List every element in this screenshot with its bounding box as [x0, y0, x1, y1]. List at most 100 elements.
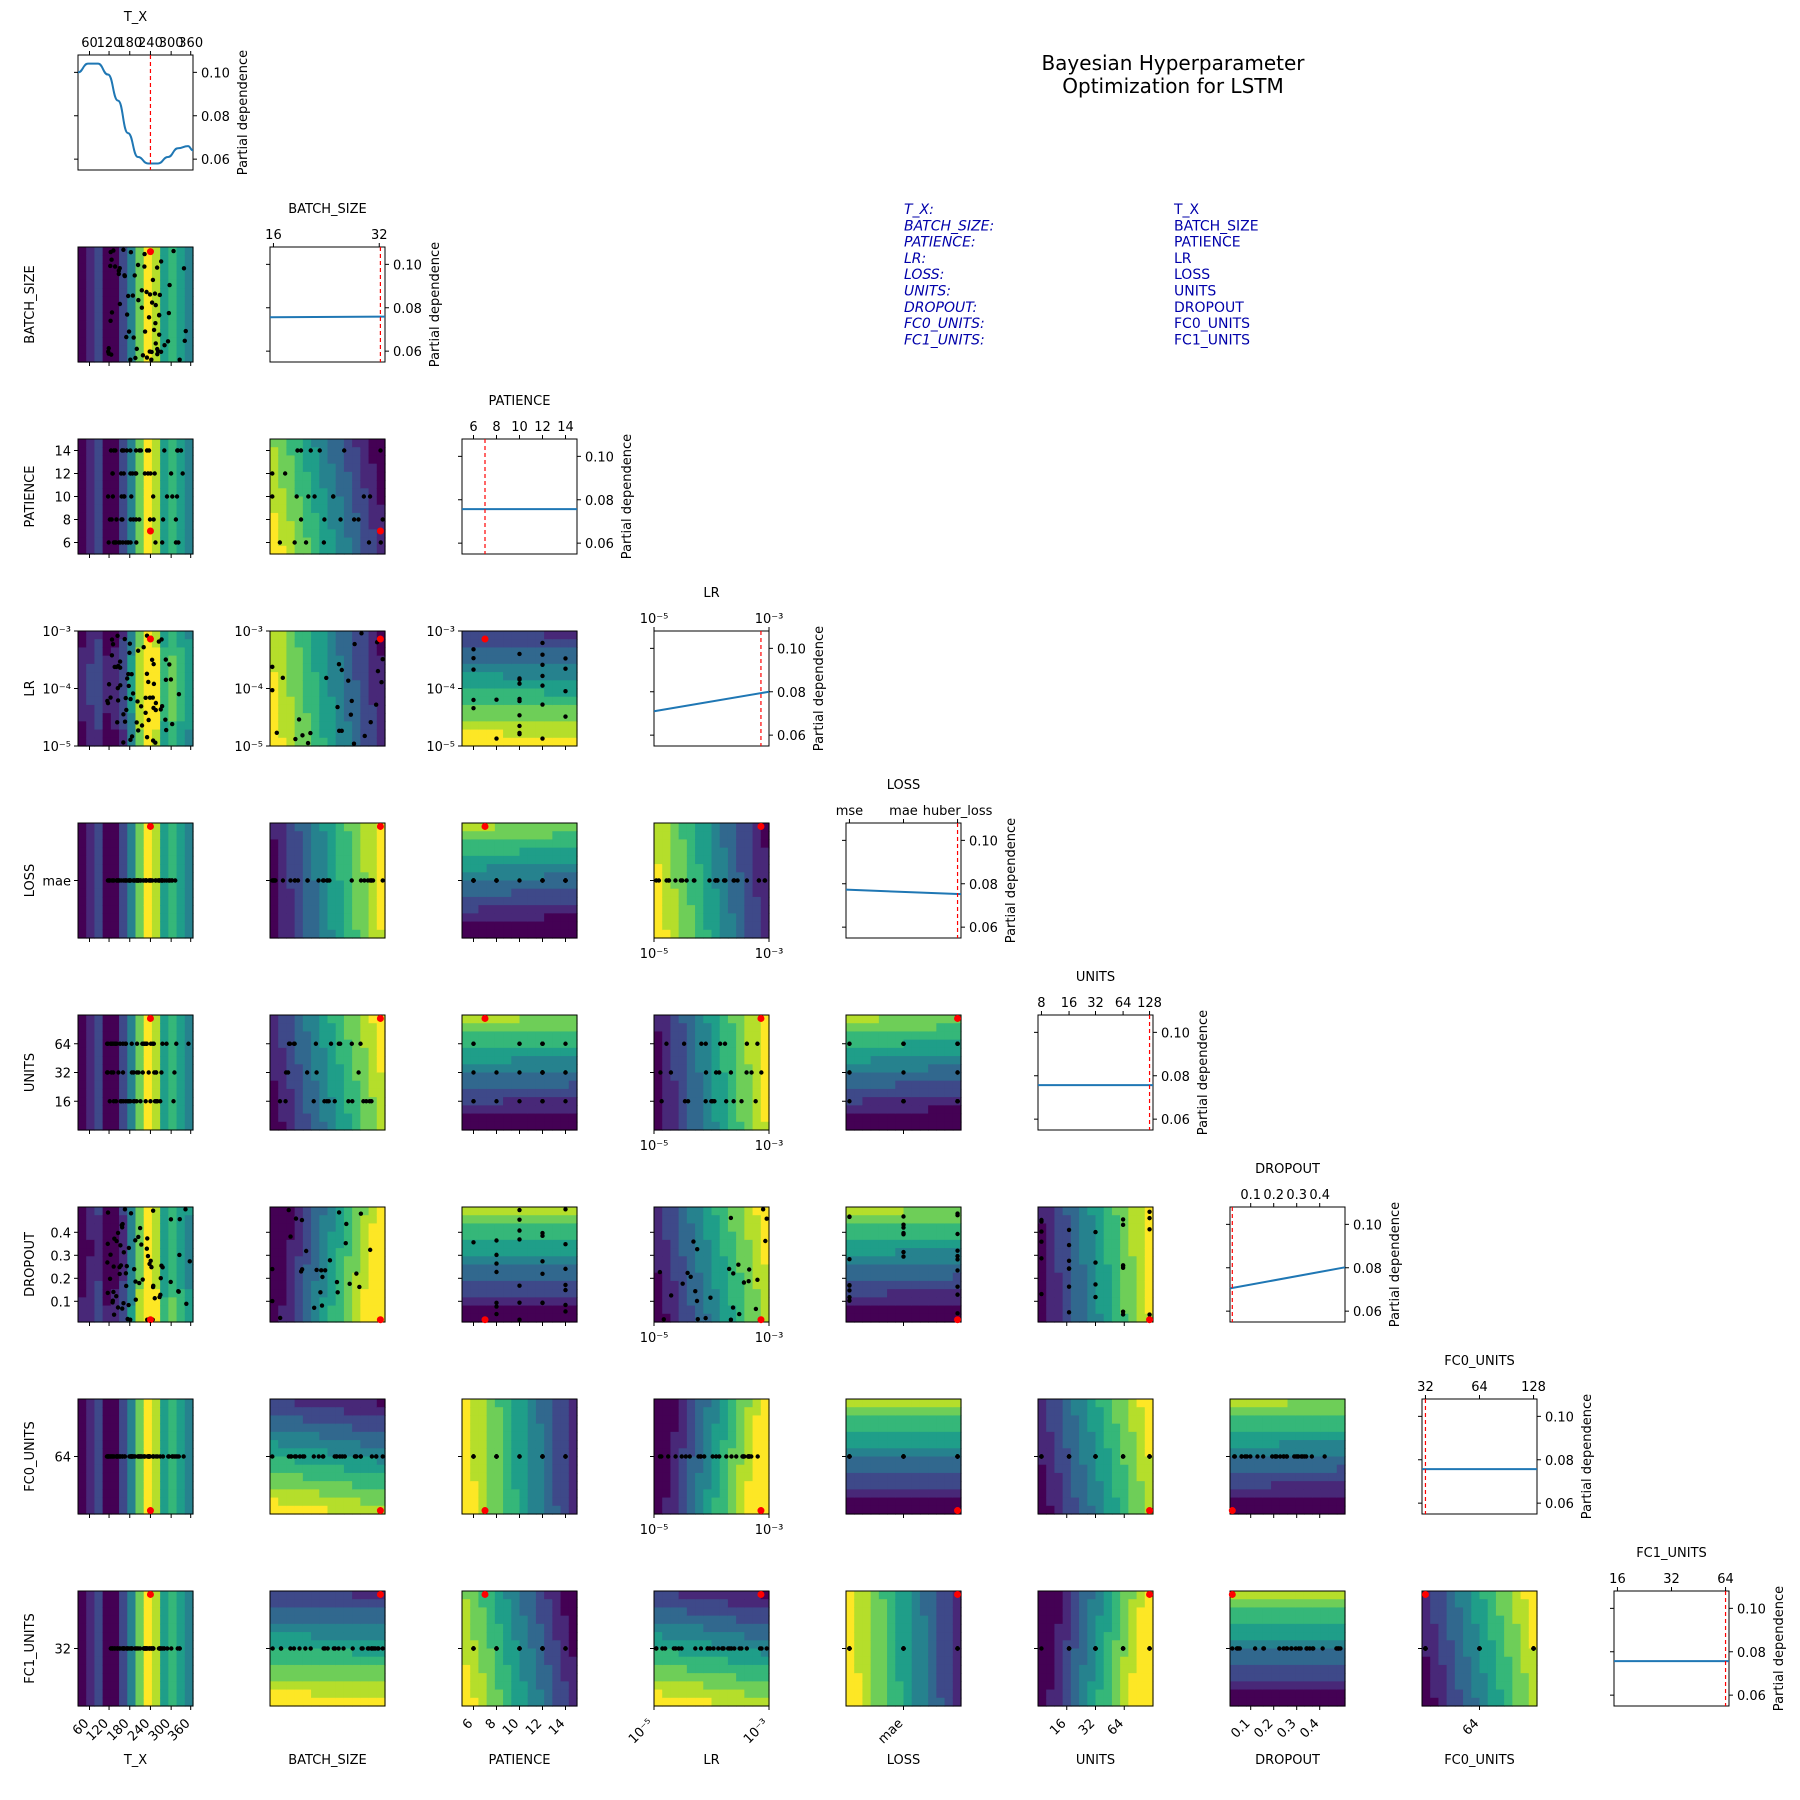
contour-cell: [719, 880, 729, 890]
contour-cell: [368, 1105, 378, 1115]
contour-cell: [102, 647, 112, 657]
contour-cell: [110, 471, 120, 481]
contour-cell: [311, 521, 320, 530]
contour-cell: [78, 680, 87, 690]
contour-cell: [151, 672, 161, 681]
contour-cell: [527, 1264, 537, 1274]
contour-cell: [119, 872, 128, 882]
contour-cell: [151, 1239, 161, 1249]
contour-cell: [511, 1223, 521, 1233]
sample-point: [703, 1041, 708, 1046]
contour-cell: [143, 1072, 153, 1082]
contour-cell: [127, 296, 137, 306]
contour-cell: [919, 1088, 929, 1098]
contour-cell: [184, 696, 194, 706]
contour-cell: [176, 847, 186, 857]
contour-cell: [352, 471, 361, 481]
contour-cell: [184, 905, 194, 914]
contour-cell: [535, 1113, 545, 1123]
contour-cell: [670, 872, 680, 882]
contour-cell: [319, 1047, 329, 1057]
contour-cell: [686, 880, 696, 890]
contour-cell: [552, 839, 562, 849]
contour-cell: [486, 896, 496, 906]
contour-cell: [176, 537, 186, 547]
sample-point: [116, 271, 122, 277]
contour-cell: [278, 737, 288, 747]
contour-cell: [135, 1256, 145, 1266]
contour-cell: [527, 1256, 537, 1266]
contour-cell: [168, 737, 178, 747]
contour-cell: [662, 1313, 672, 1323]
contour-cell: [119, 713, 128, 722]
contour-cell: [151, 872, 161, 882]
contour-left-tick-label: 10⁻⁵: [426, 740, 455, 755]
contour-cell: [343, 1223, 353, 1233]
contour-cell: [278, 921, 288, 931]
contour-cell: [544, 1056, 553, 1065]
contour-cell: [78, 896, 87, 906]
contour-cell: [94, 537, 104, 547]
contour-cell: [135, 663, 145, 673]
contour-cell: [78, 1047, 87, 1057]
sample-point: [314, 1267, 319, 1273]
contour-cell: [535, 1121, 545, 1131]
sample-point: [133, 471, 138, 476]
contour-cell: [143, 1105, 153, 1115]
contour-cell: [686, 1313, 696, 1323]
contour-cell: [478, 880, 488, 890]
contour-cell: [302, 831, 312, 841]
contour-cell: [552, 1215, 562, 1225]
contour-cell: [302, 463, 312, 473]
contour-cell: [870, 1289, 880, 1298]
sample-point: [151, 517, 156, 522]
contour-cell: [270, 1280, 279, 1290]
contour-cell: [552, 696, 562, 706]
pd-frame: [461, 438, 578, 555]
contour-cell: [343, 823, 353, 832]
contour-cell: [352, 529, 361, 539]
contour-cell: [494, 688, 504, 698]
contour-cell: [286, 888, 296, 898]
contour-cell: [744, 1097, 754, 1106]
contour-cell: [376, 872, 386, 882]
contour-cell: [695, 1105, 704, 1115]
contour-cell: [686, 1023, 696, 1033]
contour-cell: [160, 1272, 169, 1282]
contour-cell: [752, 1256, 762, 1266]
contour-cell: [278, 1223, 288, 1233]
sample-point: [156, 639, 162, 644]
contour-cell: [176, 512, 186, 522]
pd-top-tick-label: mae: [889, 804, 918, 819]
contour-cell: [110, 312, 120, 322]
contour-cell: [311, 480, 320, 489]
sample-point: [717, 1041, 723, 1046]
contour-cell: [270, 647, 279, 657]
contour-cell: [352, 823, 361, 832]
sample-point: [517, 1300, 522, 1305]
contour-cell: [711, 1064, 721, 1074]
contour-cell: [478, 1105, 488, 1115]
contour-cell: [376, 729, 386, 739]
contour-cell: [662, 1072, 672, 1082]
contour-cell: [703, 921, 713, 931]
sample-point: [144, 734, 150, 740]
contour-cell: [135, 823, 145, 832]
contour-cell: [887, 1064, 896, 1074]
contour-cell: [486, 1047, 496, 1057]
pd-top-tick-label: mse: [836, 804, 863, 819]
contour-cell: [86, 855, 96, 865]
contour-cell: [376, 1097, 386, 1106]
contour-cell: [160, 704, 169, 714]
contour-cell: [294, 537, 304, 547]
contour-cell: [744, 880, 754, 890]
contour-cell: [270, 512, 279, 522]
contour-cell: [110, 929, 120, 939]
sample-point: [703, 1070, 709, 1075]
contour-cell: [376, 488, 386, 498]
contour-cell: [311, 713, 320, 722]
contour-cell: [527, 672, 537, 681]
contour-cell: [168, 1121, 178, 1131]
contour-cell: [278, 1031, 288, 1041]
contour-cell: [678, 1105, 688, 1115]
